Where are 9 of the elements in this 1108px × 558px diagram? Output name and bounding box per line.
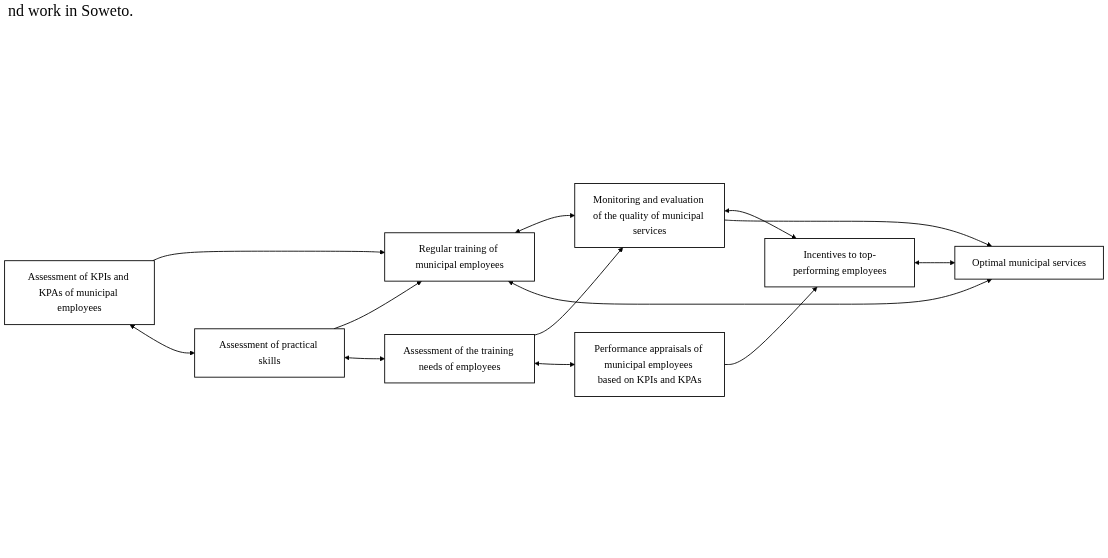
node-box: Assessment of practical skills (194, 328, 345, 378)
node-box: Assessment of KPIs and KPAs of municipal employees (4, 260, 155, 326)
node-box: Performance appraisals of municipal employees based on KPIs and KPAs (574, 332, 725, 397)
node-box: Assessment of the training needs of employees (384, 334, 535, 384)
node-box: Regular training of municipal employees (384, 232, 535, 282)
node-box: Optimal municipal services (954, 245, 1104, 280)
node-box: Monitoring and evaluation of the quality of municipal services (574, 183, 725, 248)
note-text: nd work in Soweto. (8, 2, 134, 20)
node-box: Incentives to top-performing employees (764, 238, 915, 288)
